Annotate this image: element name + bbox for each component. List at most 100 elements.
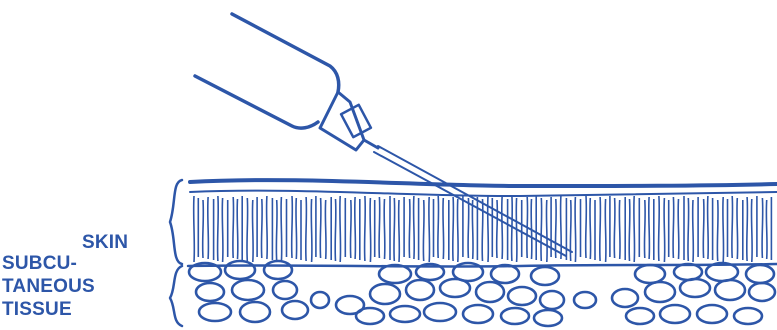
fat-cell bbox=[273, 281, 297, 299]
skin-hatch-line bbox=[472, 200, 473, 259]
skin-hatch-line bbox=[546, 200, 547, 262]
fat-cell bbox=[463, 305, 493, 323]
skin-hatch-line bbox=[673, 197, 674, 258]
skin-hatch-line bbox=[708, 196, 709, 259]
skin-hatch-line bbox=[311, 199, 312, 262]
fat-cell bbox=[225, 261, 255, 279]
skin-hatch-line bbox=[429, 197, 430, 262]
fat-cell bbox=[356, 308, 384, 324]
skin-label: SKIN bbox=[82, 231, 128, 254]
skin-hatch-line bbox=[600, 197, 601, 261]
fat-cell bbox=[424, 303, 456, 321]
skin-hatch-line bbox=[512, 196, 513, 261]
fat-cell bbox=[379, 265, 411, 283]
skin-hatch-line bbox=[614, 198, 615, 258]
skin-hatch-line bbox=[693, 200, 694, 262]
skin-hatch-line bbox=[555, 199, 556, 258]
fat-cell bbox=[635, 265, 665, 283]
fat-cell bbox=[715, 280, 745, 300]
skin-hatch-line bbox=[629, 199, 630, 261]
skin-hatch-line bbox=[634, 196, 635, 262]
skin-hatch-line bbox=[453, 197, 454, 261]
skin-hatch-line bbox=[688, 198, 689, 261]
fat-cell bbox=[749, 283, 775, 301]
skin-hatch-line bbox=[409, 199, 410, 258]
fat-cell bbox=[196, 283, 224, 301]
skin-hatch-line bbox=[355, 197, 356, 259]
skin-hatch-line bbox=[292, 196, 293, 258]
skin-hatch-line bbox=[320, 198, 321, 258]
skin-hatch-line bbox=[306, 197, 307, 261]
subcutaneous-label-line-2: TANEOUS bbox=[2, 275, 95, 298]
skin-hatch-line bbox=[443, 198, 444, 259]
skin-hatch-line bbox=[590, 198, 591, 259]
skin-hatch-line bbox=[203, 200, 204, 258]
skin-hatch-line bbox=[516, 198, 517, 262]
fat-cell bbox=[680, 279, 710, 297]
subcutaneous-label-line-3: TISSUE bbox=[2, 298, 95, 321]
fat-cell bbox=[311, 292, 329, 308]
skin-hatch-line bbox=[527, 197, 528, 258]
skin-hatch-line bbox=[247, 198, 248, 261]
skin-hatch-line bbox=[468, 198, 469, 258]
fat-cell bbox=[645, 282, 675, 302]
fat-cells-layer bbox=[189, 261, 775, 326]
skin-hatch-line bbox=[350, 200, 351, 258]
fat-cell bbox=[476, 282, 504, 302]
skin-hatch-line bbox=[747, 197, 748, 261]
skin-hatch-line bbox=[678, 199, 679, 259]
skin-hatch-line bbox=[531, 199, 532, 259]
fat-cell bbox=[574, 292, 596, 308]
skin-hatch-line bbox=[502, 197, 503, 259]
fat-cell bbox=[406, 280, 434, 300]
skin-hatch-line bbox=[766, 200, 767, 259]
skin-hatch-line bbox=[296, 198, 297, 259]
skin-hatch-line bbox=[276, 200, 277, 261]
skin-hatch-line bbox=[281, 197, 282, 262]
skin-hatch-line bbox=[194, 196, 195, 262]
skin-hatch-line bbox=[457, 199, 458, 262]
fat-cell bbox=[626, 308, 654, 324]
subcutaneous-label-line-1: SUBCU- bbox=[2, 252, 95, 275]
skin-hatch-line bbox=[649, 197, 650, 259]
fat-cell bbox=[390, 306, 420, 322]
fat-cell bbox=[264, 261, 292, 279]
skin-hatch-line bbox=[370, 198, 371, 262]
fat-cell bbox=[531, 267, 559, 285]
subcutaneous-tissue-label: SUBCU- TANEOUS TISSUE bbox=[2, 252, 95, 321]
fat-cell bbox=[674, 264, 702, 280]
skin-hatch-line bbox=[586, 196, 587, 258]
fat-cell bbox=[199, 303, 231, 321]
skin-hatch-line bbox=[365, 196, 366, 261]
fat-cell bbox=[508, 287, 536, 305]
fat-cell bbox=[232, 280, 264, 300]
skin-texture bbox=[194, 196, 772, 262]
skin-hatch-line bbox=[252, 200, 253, 262]
skin-hatch-line bbox=[208, 197, 209, 259]
skin-hatch-line bbox=[762, 198, 763, 258]
skin-hatch-line bbox=[237, 199, 238, 259]
skin-hatch-line bbox=[659, 196, 660, 261]
skin-hatch-line bbox=[394, 198, 395, 261]
fat-cell bbox=[660, 305, 690, 323]
skin-surface-line bbox=[190, 180, 777, 186]
fat-cell bbox=[697, 305, 727, 323]
fat-cell bbox=[612, 289, 638, 307]
skin-hatch-line bbox=[644, 200, 645, 258]
skin-hatch-line bbox=[570, 200, 571, 261]
skin-hatch-line bbox=[605, 199, 606, 262]
skin-hatch-line bbox=[664, 198, 665, 262]
skin-hatch-line bbox=[497, 200, 498, 258]
skin-hatch-line bbox=[723, 197, 724, 262]
skin-hatch-line bbox=[399, 200, 400, 262]
skin-hatch-line bbox=[414, 196, 415, 259]
skin-hatch-line bbox=[561, 196, 562, 259]
skin-hatch-line bbox=[340, 196, 341, 262]
skin-hatch-line bbox=[482, 199, 483, 261]
skin-hatch-line bbox=[423, 200, 424, 261]
skin-hatch-line bbox=[438, 196, 439, 258]
skin-bracket bbox=[170, 180, 182, 264]
fat-cell bbox=[491, 265, 519, 283]
skin-hatch-line bbox=[575, 197, 576, 262]
